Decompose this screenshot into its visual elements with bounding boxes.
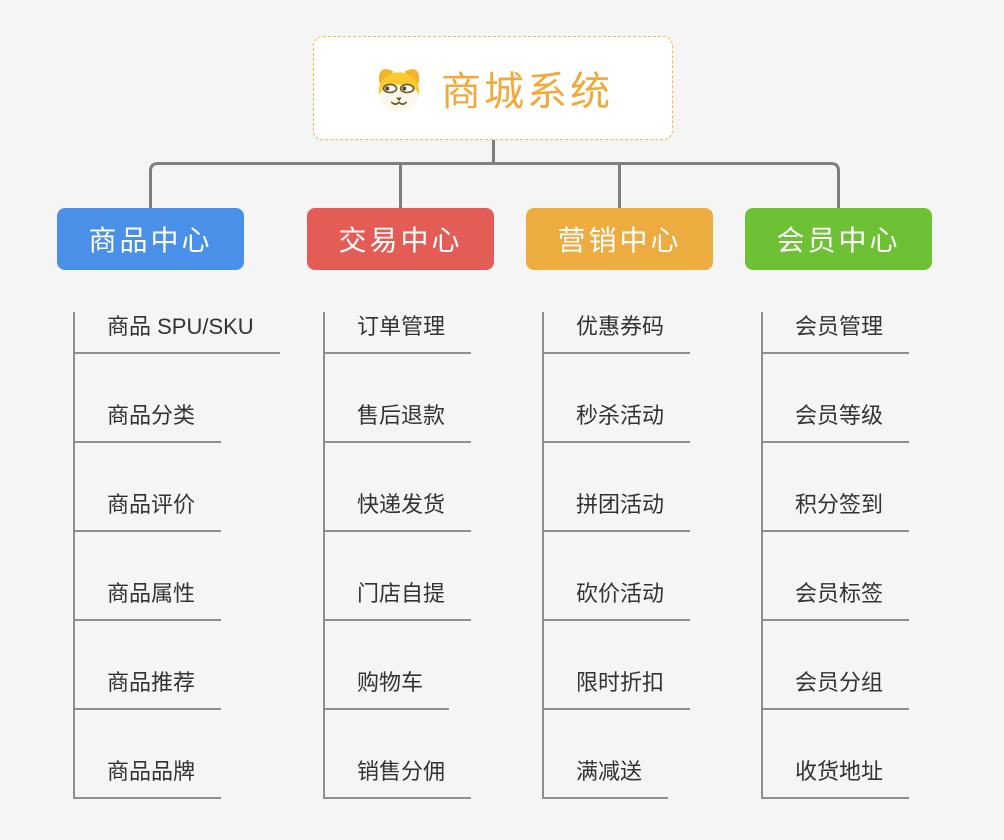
dog-face-icon bbox=[373, 64, 425, 113]
branch-item-list: 会员管理 会员等级 积分签到 会员标签 会员分组 收货地址 bbox=[761, 312, 932, 799]
branch-column-trade: 交易中心 订单管理 售后退款 快递发货 门店自提 购物车 销售分佣 bbox=[307, 208, 494, 799]
mindmap-item[interactable]: 拼团活动 bbox=[544, 490, 691, 532]
branch-column-marketing: 营销中心 优惠券码 秒杀活动 拼团活动 砍价活动 限时折扣 满减送 bbox=[526, 208, 713, 799]
mindmap-item[interactable]: 优惠券码 bbox=[544, 312, 691, 354]
mindmap-item[interactable]: 秒杀活动 bbox=[544, 401, 691, 443]
mindmap-item[interactable]: 商品推荐 bbox=[75, 668, 222, 710]
mindmap-item[interactable]: 快递发货 bbox=[325, 490, 472, 532]
root-title: 商城系统 bbox=[441, 70, 613, 114]
mindmap-item[interactable]: 会员标签 bbox=[763, 579, 910, 621]
mindmap-item[interactable]: 限时折扣 bbox=[544, 668, 691, 710]
branch-item-list: 订单管理 售后退款 快递发货 门店自提 购物车 销售分佣 bbox=[323, 312, 494, 799]
branch-item-list: 优惠券码 秒杀活动 拼团活动 砍价活动 限时折扣 满减送 bbox=[542, 312, 713, 799]
mindmap-item[interactable]: 收货地址 bbox=[763, 757, 910, 799]
mindmap-item[interactable]: 售后退款 bbox=[325, 401, 472, 443]
branch-node-trade-center[interactable]: 交易中心 bbox=[307, 208, 494, 270]
branch-node-member-center[interactable]: 会员中心 bbox=[745, 208, 932, 270]
mindmap-item[interactable]: 商品分类 bbox=[75, 401, 222, 443]
mindmap-item[interactable]: 满减送 bbox=[544, 757, 669, 799]
mindmap-item[interactable]: 会员管理 bbox=[763, 312, 910, 354]
mindmap-item[interactable]: 订单管理 bbox=[325, 312, 472, 354]
main-rail-line bbox=[149, 162, 840, 208]
branch-column-product: 商品中心 商品 SPU/SKU 商品分类 商品评价 商品属性 商品推荐 商品品牌 bbox=[57, 208, 280, 799]
mindmap-item[interactable]: 购物车 bbox=[325, 668, 450, 710]
mindmap-item[interactable]: 积分签到 bbox=[763, 490, 910, 532]
mindmap-item[interactable]: 销售分佣 bbox=[325, 757, 472, 799]
mindmap-item[interactable]: 砍价活动 bbox=[544, 579, 691, 621]
mindmap-item[interactable]: 商品品牌 bbox=[75, 757, 222, 799]
root-node[interactable]: 商城系统 bbox=[313, 36, 673, 140]
mindmap-item[interactable]: 门店自提 bbox=[325, 579, 472, 621]
branch-column-member: 会员中心 会员管理 会员等级 积分签到 会员标签 会员分组 收货地址 bbox=[745, 208, 932, 799]
branch-item-list: 商品 SPU/SKU 商品分类 商品评价 商品属性 商品推荐 商品品牌 bbox=[73, 312, 280, 799]
mindmap-item[interactable]: 商品属性 bbox=[75, 579, 222, 621]
branch-node-product-center[interactable]: 商品中心 bbox=[57, 208, 244, 270]
branch-node-marketing-center[interactable]: 营销中心 bbox=[526, 208, 713, 270]
mindmap-item[interactable]: 商品评价 bbox=[75, 490, 222, 532]
mindmap-item[interactable]: 会员分组 bbox=[763, 668, 910, 710]
mindmap-item[interactable]: 会员等级 bbox=[763, 401, 910, 443]
mindmap-item[interactable]: 商品 SPU/SKU bbox=[75, 312, 280, 354]
